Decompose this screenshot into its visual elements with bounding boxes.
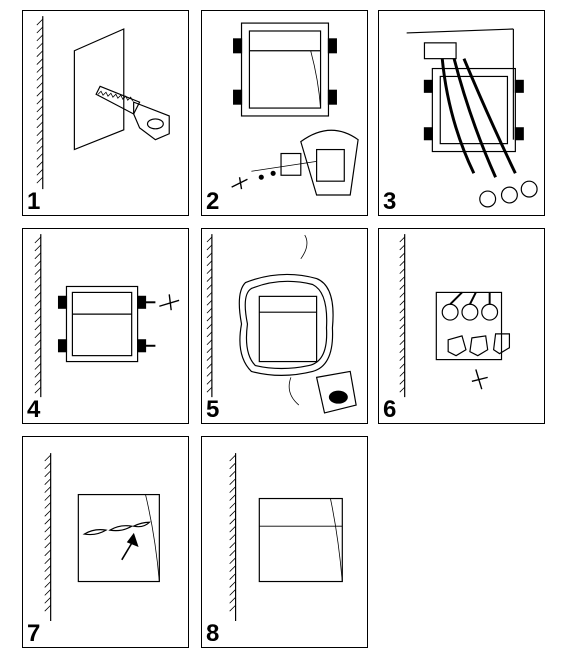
wall-hatching [36, 18, 44, 184]
clip-2 [108, 525, 134, 532]
socket-2 [461, 303, 479, 321]
cable-3 [462, 58, 517, 174]
step-6-illustration [399, 234, 511, 398]
bulb-3 [492, 333, 511, 355]
step-number: 3 [383, 188, 397, 215]
step-8-illustration [229, 453, 343, 622]
clamp-bl [233, 89, 243, 105]
frame-outer [431, 67, 516, 153]
saw-blade [95, 85, 141, 115]
frame-inner [248, 30, 322, 109]
step-8-panel: 8 [201, 436, 368, 648]
step-7-illustration [44, 453, 160, 622]
trowel [315, 370, 357, 414]
clip-3 [131, 521, 151, 528]
finished-light [258, 497, 343, 583]
frame-inner [71, 291, 133, 357]
step-1-panel: 1 [22, 10, 189, 216]
wall-board [73, 28, 125, 151]
frame-outer [65, 285, 139, 363]
step-number: 8 [206, 620, 220, 647]
step-1-illustration [36, 16, 170, 190]
step-7-panel: 7 [22, 436, 189, 648]
clamp-tl [233, 38, 243, 54]
step-number: 7 [27, 620, 41, 647]
cable-2 [452, 58, 497, 178]
frame-outer [240, 22, 330, 117]
anchor-screw [231, 177, 248, 190]
step-5-panel: 5 [201, 228, 368, 424]
socket-3 [481, 303, 499, 321]
cable-1 [440, 58, 476, 174]
socket-1 [441, 303, 459, 321]
screwdriver [159, 294, 180, 311]
screwdriver [471, 369, 488, 390]
step-4-panel: 4 [22, 228, 189, 424]
step-4-illustration [34, 234, 180, 398]
step-number: 1 [27, 188, 41, 215]
frame [258, 295, 318, 363]
step-2-panel: 2 [201, 10, 368, 216]
frame-inner [439, 75, 509, 145]
step-number: 4 [27, 396, 41, 423]
step-5-illustration [206, 234, 357, 414]
saw-handle [133, 101, 170, 141]
saw-teeth [97, 90, 134, 102]
clamp-tr [327, 38, 337, 54]
step-3-illustration [406, 28, 538, 208]
lamp-socket-2 [500, 186, 518, 204]
bulb-1 [447, 335, 467, 357]
step-2-illustration [231, 22, 359, 196]
step-number: 2 [206, 188, 220, 215]
clip-1 [82, 529, 108, 536]
terminal-block [423, 42, 457, 60]
step-number: 5 [206, 396, 220, 423]
cover-plate [77, 493, 160, 583]
plaster-outline-inner [244, 280, 328, 370]
bracket [280, 152, 302, 176]
step-number: 6 [383, 396, 397, 423]
detail-callout [300, 129, 359, 196]
clamp-br [327, 89, 337, 105]
plaster-outline-outer [238, 273, 334, 376]
frame [435, 291, 503, 361]
lamp-socket-3 [520, 180, 538, 198]
step-6-panel: 6 [378, 228, 545, 424]
step-3-panel: 3 [378, 10, 545, 216]
bulb-2 [469, 335, 489, 357]
lamp-socket-1 [479, 190, 497, 208]
